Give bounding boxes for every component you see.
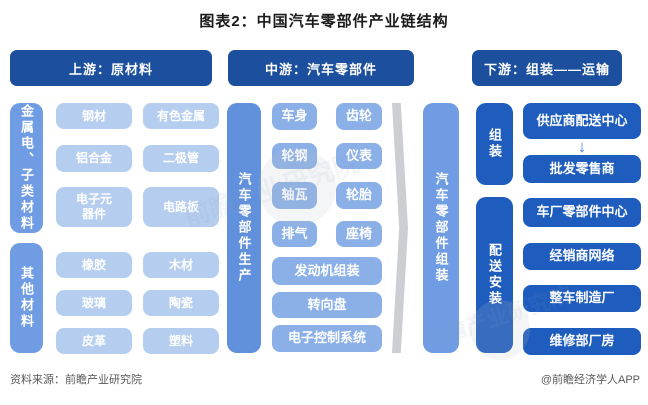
downstream-box: 整车制造厂 xyxy=(523,285,641,312)
header-upstream: 上游：原材料 xyxy=(10,50,212,86)
category-bar-metal-electronic-materials: 金属电、子类材料 xyxy=(10,103,43,233)
part-box: 仪表 xyxy=(336,143,382,169)
material-box: 二极管 xyxy=(143,145,219,172)
downstream-box: 供应商配送中心 xyxy=(523,103,641,139)
downstream-box: 经销商网络 xyxy=(523,243,641,270)
material-box: 玻璃 xyxy=(56,290,132,316)
part-box: 排气 xyxy=(272,221,317,247)
part-box-wide: 转向盘 xyxy=(272,292,382,318)
material-box: 钢材 xyxy=(56,103,132,129)
credit-note: @前瞻经济学人APP xyxy=(540,374,640,386)
down-arrow-icon: ↓ xyxy=(577,137,587,156)
downstream-box: 维修部厂房 xyxy=(523,328,641,355)
category-bar-parts-production: 汽车零部件生产 xyxy=(227,103,261,353)
part-box-wide: 电子控制系统 xyxy=(272,325,382,352)
material-box: 木材 xyxy=(143,252,219,278)
material-box: 电路板 xyxy=(143,187,219,227)
part-box: 轮钢 xyxy=(272,143,317,169)
material-box: 皮革 xyxy=(56,328,132,354)
part-box-wide: 发动机组装 xyxy=(272,257,382,285)
material-box: 橡胶 xyxy=(56,252,132,278)
downstream-box: 车厂零部件中心 xyxy=(523,198,641,227)
stage-bar-distribution-installation: 配送安装 xyxy=(476,197,513,353)
source-note: 资料来源：前瞻产业研究院 xyxy=(10,374,142,386)
downstream-box: 批发零售商 xyxy=(523,155,641,183)
category-bar-parts-assembly: 汽车零部件组装 xyxy=(423,103,459,353)
material-box: 铝合金 xyxy=(56,145,132,172)
part-box: 轮胎 xyxy=(336,182,382,209)
material-box: 塑料 xyxy=(143,328,219,354)
category-bar-other-materials: 其他材料 xyxy=(10,243,43,353)
material-box: 陶瓷 xyxy=(143,290,219,316)
part-box: 轴瓦 xyxy=(272,182,317,209)
material-box: 有色金属 xyxy=(143,103,219,129)
header-midstream: 中游：汽车零部件 xyxy=(228,50,414,86)
header-downstream: 下游：组装——运输 xyxy=(472,50,622,86)
stage-bar-assembly: 组装 xyxy=(476,103,513,185)
page-title: 图表2：中国汽车零部件产业链结构 xyxy=(199,13,449,30)
part-box: 齿轮 xyxy=(336,103,382,130)
material-box: 电子元器件 xyxy=(56,187,132,227)
part-box: 座椅 xyxy=(336,221,382,247)
flow-chevron-icon xyxy=(392,103,408,353)
part-box: 车身 xyxy=(272,103,317,130)
